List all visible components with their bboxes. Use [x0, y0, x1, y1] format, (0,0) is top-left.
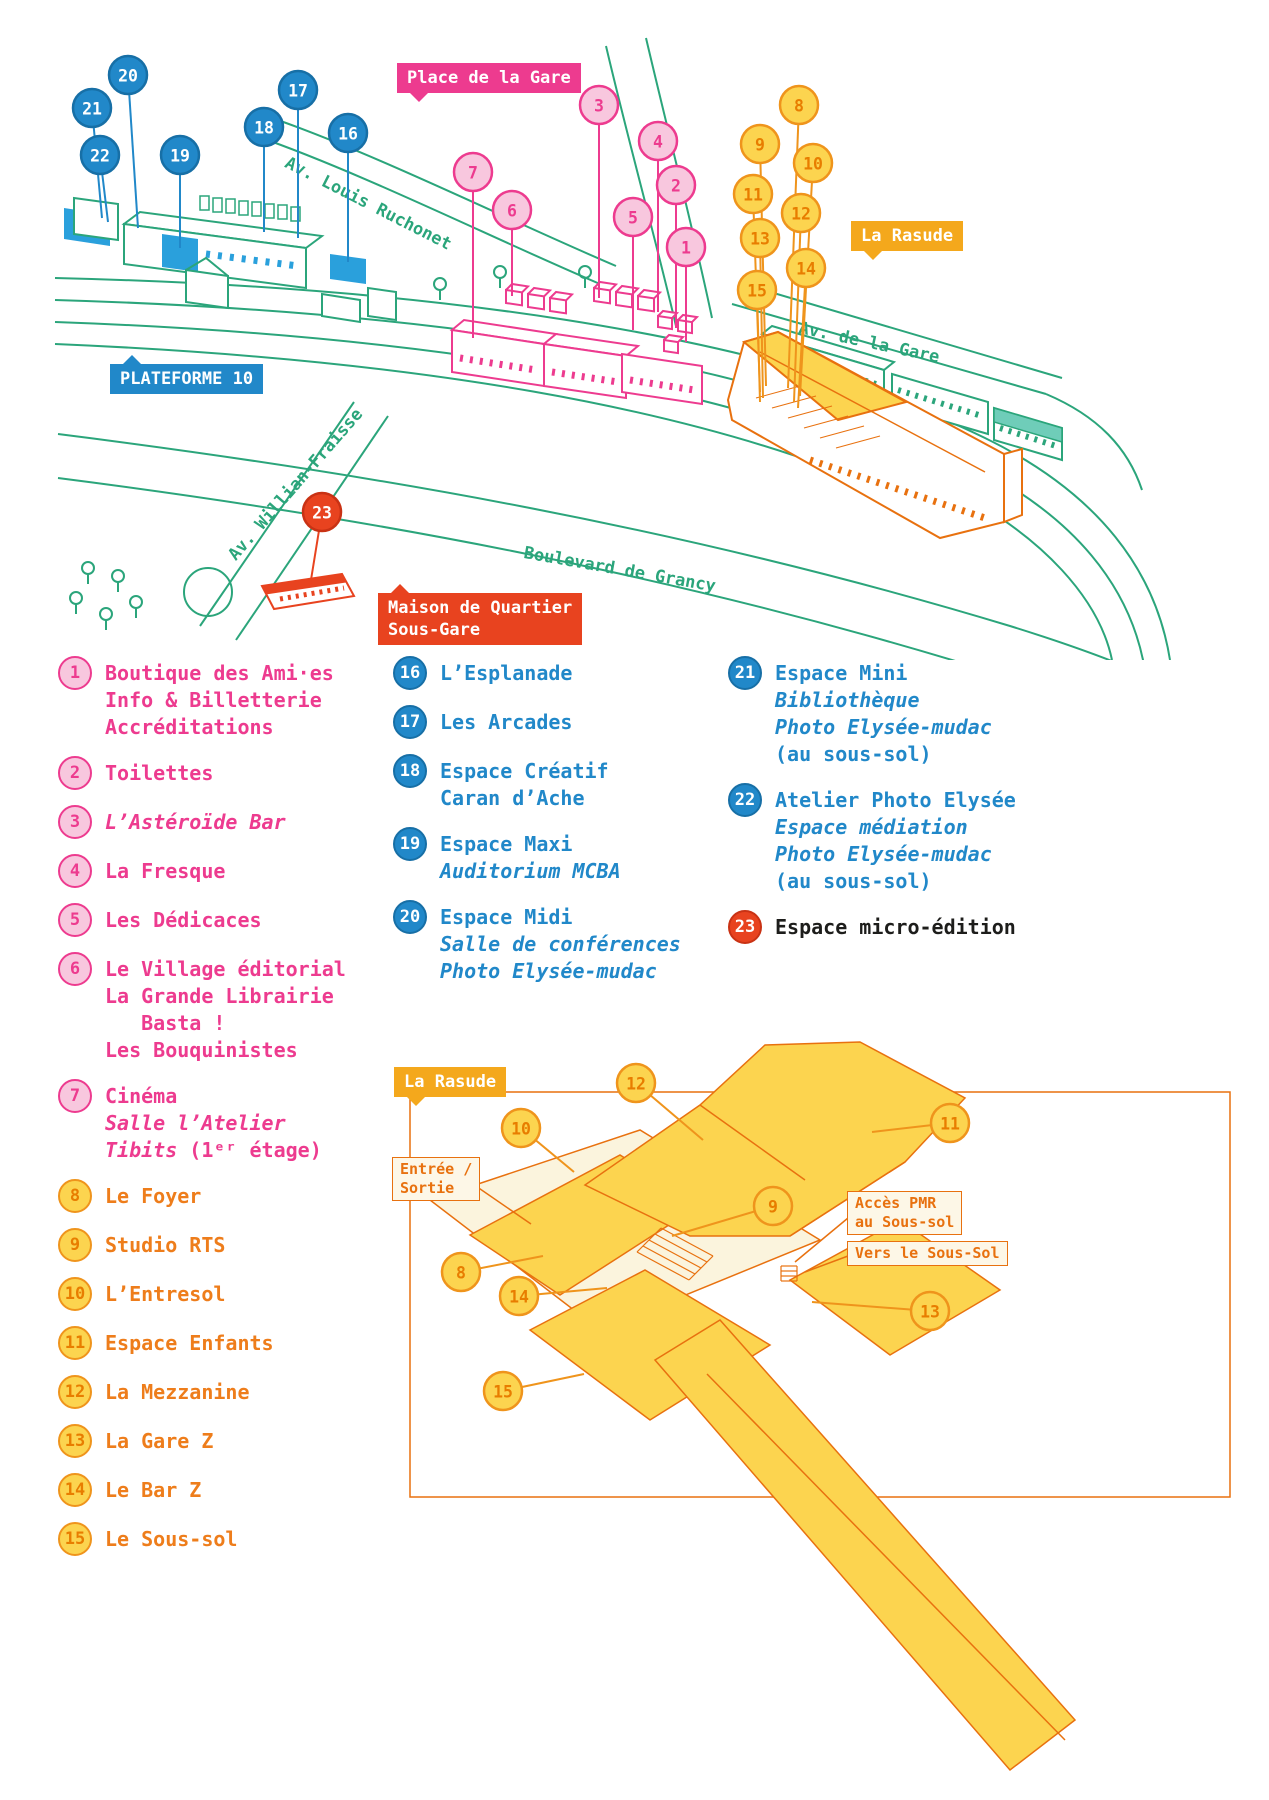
label-acces-pmr: Accès PMR au Sous-sol: [847, 1191, 963, 1235]
legend-badge-3: 3: [58, 805, 92, 839]
legend-item-16: 16 L’Esplanade: [393, 656, 713, 690]
label-entree-sortie: Entrée / Sortie: [392, 1157, 481, 1201]
legend-item-15: 15 Le Sous-sol: [58, 1522, 393, 1556]
label-maison-de-quartier: Maison de Quartier Sous-Gare: [378, 584, 583, 645]
legend-label-4: La Fresque: [105, 859, 226, 883]
legend-badge-14: 14: [58, 1473, 92, 1507]
label-plateforme-10: PLATEFORME 10: [110, 355, 264, 394]
legend-column-2: 16 L’Esplanade 17 Les Arcades 18 Espace Créat…: [393, 656, 713, 1004]
legend-badge-22: 22: [728, 783, 762, 817]
legend-badge-17: 17: [393, 705, 427, 739]
legend-label-12: La Mezzanine: [105, 1380, 250, 1404]
label-la-rasude: La Rasude: [851, 221, 964, 260]
legend-label-23: Espace micro-édition: [775, 915, 1016, 939]
label-place-de-la-gare: Place de la Gare: [397, 63, 581, 102]
legend-item-4: 4 La Fresque: [58, 854, 393, 888]
legend-item-13: 13 La Gare Z: [58, 1424, 393, 1458]
legend-badge-8: 8: [58, 1179, 92, 1213]
legend-label-11: Espace Enfants: [105, 1331, 274, 1355]
legend-badge-1: 1: [58, 656, 92, 690]
legend-badge-10: 10: [58, 1277, 92, 1311]
legend-label-2: Toilettes: [105, 761, 214, 785]
legend-item-5: 5 Les Dédicaces: [58, 903, 393, 937]
main-map-art: [54, 37, 1171, 660]
legend-item-3: 3 L’Astéroïde Bar: [58, 805, 393, 839]
legend-item-2: 2 Toilettes: [58, 756, 393, 790]
legend-item-23: 23 Espace micro-édition: [728, 910, 1058, 944]
legend-item-11: 11 Espace Enfants: [58, 1326, 393, 1360]
legend-badge-4: 4: [58, 854, 92, 888]
label-acces-line1: Accès PMR: [855, 1194, 937, 1212]
legend-label-16: L’Esplanade: [440, 661, 573, 685]
legend-badge-21: 21: [728, 656, 762, 690]
legend-item-12: 12 La Mezzanine: [58, 1375, 393, 1409]
label-maison-line1: Maison de Quartier: [388, 598, 573, 618]
legend-label-17: Les Arcades: [440, 710, 573, 734]
label-vers-sous-sol: Vers le Sous-Sol: [847, 1241, 1008, 1266]
legend-badge-7: 7: [58, 1079, 92, 1113]
legend-label-9: Studio RTS: [105, 1233, 226, 1257]
legend-item-10: 10 L’Entresol: [58, 1277, 393, 1311]
label-acces-line2: au Sous-sol: [855, 1213, 955, 1231]
legend-badge-16: 16: [393, 656, 427, 690]
legend-badge-5: 5: [58, 903, 92, 937]
legend-badge-15: 15: [58, 1522, 92, 1556]
label-entree-line2: Sortie: [400, 1179, 455, 1197]
legend-badge-2: 2: [58, 756, 92, 790]
label-entree-line1: Entrée /: [400, 1160, 473, 1178]
label-maison-line2: Sous-Gare: [388, 620, 481, 640]
legend-label-10: L’Entresol: [105, 1282, 226, 1306]
legend-item-9: 9 Studio RTS: [58, 1228, 393, 1262]
legend-badge-9: 9: [58, 1228, 92, 1262]
legend-badge-20: 20: [393, 900, 427, 934]
legend-label-3: L’Astéroïde Bar: [105, 810, 286, 834]
legend-item-17: 17 Les Arcades: [393, 705, 713, 739]
legend-item-14: 14 Le Bar Z: [58, 1473, 393, 1507]
legend-badge-23: 23: [728, 910, 762, 944]
legend-item-8: 8 Le Foyer: [58, 1179, 393, 1213]
legend-label-15: Le Sous-sol: [105, 1527, 238, 1551]
rasude-map-art: [409, 1041, 1231, 1772]
legend-badge-19: 19: [393, 827, 427, 861]
legend-label-13: La Gare Z: [105, 1429, 214, 1453]
legend-label-8: Le Foyer: [105, 1184, 202, 1208]
legend-badge-11: 11: [58, 1326, 92, 1360]
legend-badge-12: 12: [58, 1375, 92, 1409]
legend-badge-6: 6: [58, 952, 92, 986]
label-la-rasude-bottom: La Rasude: [394, 1067, 507, 1106]
legend-badge-18: 18: [393, 754, 427, 788]
legend-badge-13: 13: [58, 1424, 92, 1458]
legend-label-14: Le Bar Z: [105, 1478, 202, 1502]
legend-label-5: Les Dédicaces: [105, 908, 262, 932]
